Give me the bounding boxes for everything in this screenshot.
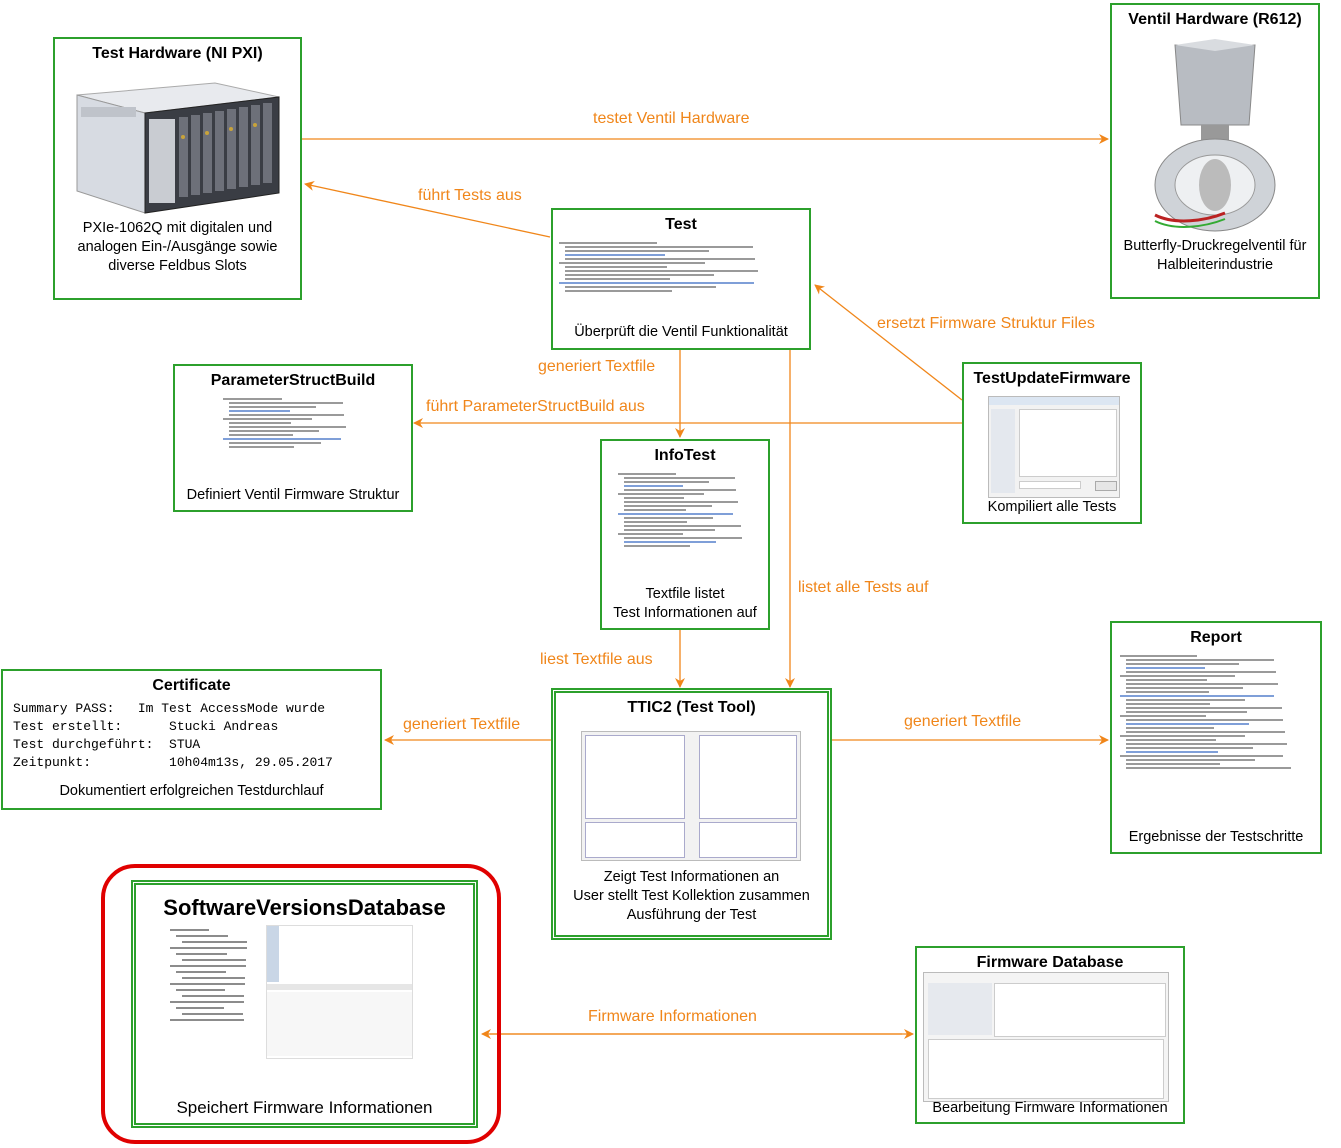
database-form-image	[923, 972, 1169, 1102]
node-title: InfoTest	[654, 447, 716, 464]
node-caption: Definiert Ventil Firmware Struktur	[186, 487, 400, 503]
node-caption: Kompiliert alle Tests	[987, 499, 1117, 515]
edge-fuehrt-tests	[304, 181, 551, 238]
label-firmware-informationen: Firmware Informationen	[588, 1008, 757, 1025]
node-caption: Bearbeitung Firmware Informationen	[932, 1100, 1168, 1116]
node-caption: Dokumentiert erfolgreichen Testdurchlauf	[59, 783, 324, 799]
node-title: Test Hardware (NI PXI)	[92, 45, 263, 62]
node-title: ParameterStructBuild	[210, 372, 376, 389]
node-title: SoftwareVersionsDatabase	[163, 895, 446, 920]
node-caption: Speichert Firmware Informationen	[176, 1098, 433, 1117]
highlight-outline	[101, 864, 501, 1144]
edge-ersetzt-firmware	[814, 284, 963, 401]
label-liest-textfile: liest Textfile aus	[540, 651, 653, 668]
node-title: Firmware Database	[976, 954, 1124, 971]
label-listet-alle: listet alle Tests auf	[798, 579, 929, 596]
node-test-hardware: Test Hardware (NI PXI) PXIe-1062Q mit di…	[53, 37, 302, 300]
node-test-update-firmware: TestUpdateFirmware Kompiliert alle Tests	[962, 362, 1142, 524]
node-certificate: Certificate Summary PASS: Im Test Access…	[1, 669, 382, 810]
node-caption: PXIe-1062Q mit digitalen und analogen Ei…	[77, 220, 278, 274]
label-ersetzt-firmware: ersetzt Firmware Struktur Files	[877, 315, 1095, 332]
node-title: TTIC2 (Test Tool)	[627, 699, 756, 716]
label-generiert-textfile-cert: generiert Textfile	[403, 716, 521, 733]
label-generiert-textfile-test: generiert Textfile	[538, 358, 656, 375]
object-tree-image	[164, 925, 262, 1057]
query-result-image	[266, 925, 413, 1059]
certificate-text: Summary PASS: Im Test AccessMode wurde T…	[13, 701, 333, 770]
code-excerpt-image	[559, 240, 803, 318]
node-caption: Überprüft die Ventil Funktionalität	[574, 324, 788, 340]
tool-window-image	[581, 731, 801, 861]
node-software-versions-db: SoftwareVersionsDatabase Speichert Firmw…	[131, 880, 478, 1128]
label-testet-ventil: testet Ventil Hardware	[593, 110, 750, 127]
node-firmware-db: Firmware Database Bearbeitung Firmware I…	[915, 946, 1185, 1124]
code-excerpt-image	[1120, 653, 1312, 831]
node-caption: Textfile listet Test Informationen auf	[613, 586, 757, 621]
valve-image	[1154, 39, 1276, 232]
node-report: Report Ergebnisse der Testschritte	[1110, 621, 1322, 854]
node-test: Test Überprüft die Ventil Funktionalität	[551, 208, 811, 350]
code-excerpt-image	[223, 396, 371, 478]
node-ventil-hardware: Ventil Hardware (R612) Butterfly-Druckre…	[1110, 3, 1320, 299]
node-caption: Ergebnisse der Testschritte	[1128, 829, 1304, 845]
label-fuehrt-tests: führt Tests aus	[418, 187, 522, 204]
node-title: Certificate	[152, 677, 231, 694]
node-title: Test	[665, 216, 697, 233]
node-parameter-struct-build: ParameterStructBuild Definiert Ventil Fi…	[173, 364, 413, 512]
pxi-chassis-image	[76, 82, 280, 214]
file-dialog-image	[988, 396, 1120, 498]
node-title: Report	[1190, 629, 1242, 646]
label-fuehrt-psb: führt ParameterStructBuild aus	[426, 398, 645, 415]
node-info-test: InfoTest Textfile listet Test Informatio…	[600, 439, 770, 630]
node-caption: Butterfly-Druckregelventil für Halbleite…	[1123, 238, 1307, 273]
code-excerpt-image	[618, 471, 762, 589]
node-title: Ventil Hardware (R612)	[1128, 11, 1302, 28]
node-caption: Zeigt Test Informationen an User stellt …	[573, 869, 810, 923]
node-title: TestUpdateFirmware	[973, 370, 1131, 387]
label-generiert-textfile-report: generiert Textfile	[904, 713, 1022, 730]
node-ttic2: TTIC2 (Test Tool) Zeigt Test Information…	[551, 688, 832, 940]
